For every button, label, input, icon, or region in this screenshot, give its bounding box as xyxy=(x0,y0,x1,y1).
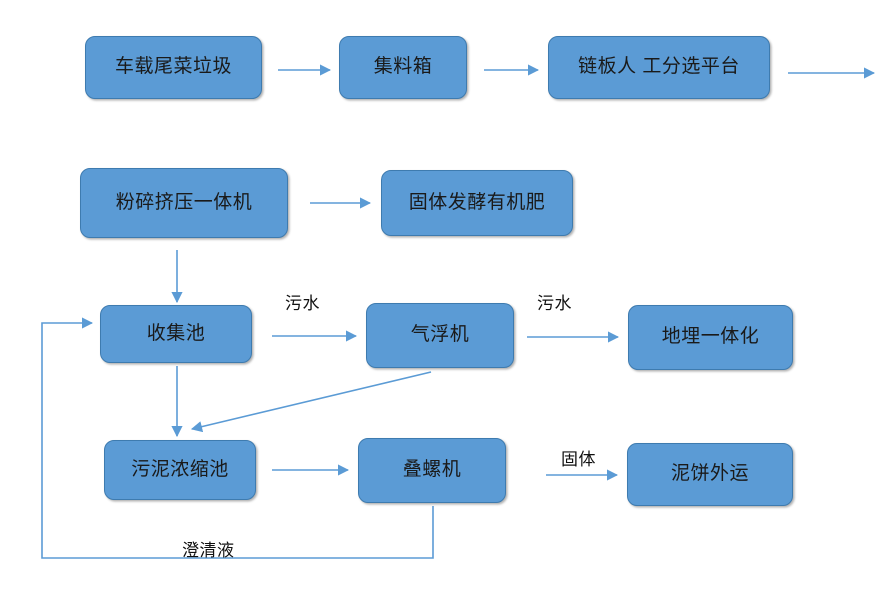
edge-label-wastewater-1: 污水 xyxy=(285,294,320,313)
node-air-flotation-machine[interactable]: 气浮机 xyxy=(366,303,514,368)
node-sludge-thickening-tank[interactable]: 污泥浓缩池 xyxy=(104,440,256,500)
node-buried-integrated-unit[interactable]: 地埋一体化 xyxy=(628,305,793,370)
node-collection-tank[interactable]: 收集池 xyxy=(100,305,252,363)
node-mud-cake-transport[interactable]: 泥饼外运 xyxy=(627,443,793,506)
edge-label-wastewater-2: 污水 xyxy=(537,294,572,313)
node-crushing-pressing-machine[interactable]: 粉碎挤压一体机 xyxy=(80,168,288,238)
edge-label-clarified-liquid: 澄清液 xyxy=(182,541,235,560)
node-stacked-screw-press[interactable]: 叠螺机 xyxy=(358,438,506,503)
node-vehicle-vegetable-waste[interactable]: 车载尾菜垃圾 xyxy=(85,36,262,99)
node-solid-fermented-organic-fertilizer[interactable]: 固体发酵有机肥 xyxy=(381,170,573,236)
node-collection-bin[interactable]: 集料箱 xyxy=(339,36,467,99)
connector-n7-n9 xyxy=(190,371,432,433)
node-chain-plate-manual-sorting-platform[interactable]: 链板人 工分选平台 xyxy=(548,36,770,99)
edge-label-solid: 固体 xyxy=(561,450,596,469)
